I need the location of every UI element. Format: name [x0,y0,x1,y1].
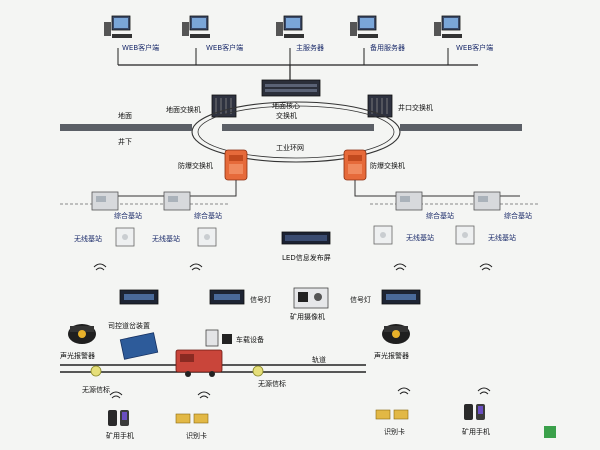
integrated-station-label: 综合基站 [114,211,142,220]
integrated-station-icon [395,191,423,211]
integrated-station-icon [163,191,191,211]
client-label: WEB客户端 [456,43,493,52]
core-switch-label: 地面核心 [272,101,300,110]
passive-beacon-label: 无源信标 [82,385,110,394]
led-screen-label: LED信息发布屏 [282,253,331,262]
integrated-station-icon [473,191,501,211]
wireless-station-icon [197,227,217,247]
computer-icon [104,15,132,38]
computer-icon [434,15,462,38]
phone-label: 矿用手机 [462,427,490,436]
camera-label: 矿用摄像机 [290,312,325,321]
shaft-switch-label: 井口交换机 [398,103,433,112]
wireless-station-label: 无线基站 [406,233,434,242]
corner-mark [544,426,556,438]
computer-icon [350,15,378,38]
computer-icon [182,15,210,38]
surface-label: 地面 [118,111,132,120]
client-label: WEB客户端 [206,43,243,52]
vehicle-device-label: 车载设备 [236,335,264,344]
core-switch-label: 交换机 [276,111,297,120]
id-card-icon [175,413,209,424]
computer-icon [276,15,304,38]
id-card-label: 识别卡 [186,431,207,440]
alarm-label: 声光报警器 [60,351,95,360]
alarm-icon [382,324,410,344]
mine-phone-icon [108,410,129,426]
wireless-station-icon [373,225,393,245]
integrated-station-label: 综合基站 [504,211,532,220]
signal-light-icon [119,289,159,305]
wireless-station-icon [455,225,475,245]
signal-light-icon [381,289,421,305]
id-card-icon [375,409,409,420]
shaft-switch-icon [367,94,393,118]
remote-switch-label: 司控道岔装置 [108,321,150,330]
server-label: 主服务器 [296,43,324,52]
wifi-signal-icon [93,263,493,271]
alarm-label: 声光报警器 [374,351,409,360]
integrated-station-icon [91,191,119,211]
integrated-station-label: 综合基站 [426,211,454,220]
wireless-station-icon [115,227,135,247]
signal-light-label: 信号灯 [250,295,271,304]
wifi-signal-icon [109,387,491,399]
core-switch-icon [261,79,321,97]
vehicle-device-icon [205,329,232,347]
ground-switch-label: 地面交换机 [166,105,201,114]
led-screen-icon [281,231,331,245]
passive-beacon-label: 无源信标 [258,379,286,388]
surface-ground-band [60,124,522,131]
integrated-station-label: 综合基站 [194,211,222,220]
ring-label: 工业环网 [276,143,304,152]
explosion-proof-switch-icon [224,149,248,181]
wireless-station-label: 无线基站 [488,233,516,242]
passive-beacon-icon [90,365,102,377]
ground-switch-icon [211,94,237,118]
underground-label: 井下 [118,137,132,146]
industrial-ring [191,101,401,163]
top-bus [117,48,478,80]
wireless-station-label: 无线基站 [74,234,102,243]
client-label: WEB客户端 [122,43,159,52]
explosion-proof-switch-label: 防爆交换机 [178,161,213,170]
mine-phone-icon [464,404,485,420]
remote-switch-icon [119,332,159,360]
wireless-station-label: 无线基站 [152,234,180,243]
server-label: 备用服务器 [370,43,405,52]
explosion-proof-switch-label: 防爆交换机 [370,161,405,170]
mine-camera-icon [293,287,329,309]
phone-label: 矿用手机 [106,431,134,440]
track-label: 轨道 [312,355,326,364]
alarm-icon [68,324,96,344]
id-card-label: 识别卡 [384,427,405,436]
explosion-proof-switch-icon [343,149,367,181]
signal-light-label: 信号灯 [350,295,371,304]
signal-light-icon [209,289,245,305]
locomotive-icon [175,349,223,377]
trunk-lines [60,180,540,205]
passive-beacon-icon [252,365,264,377]
